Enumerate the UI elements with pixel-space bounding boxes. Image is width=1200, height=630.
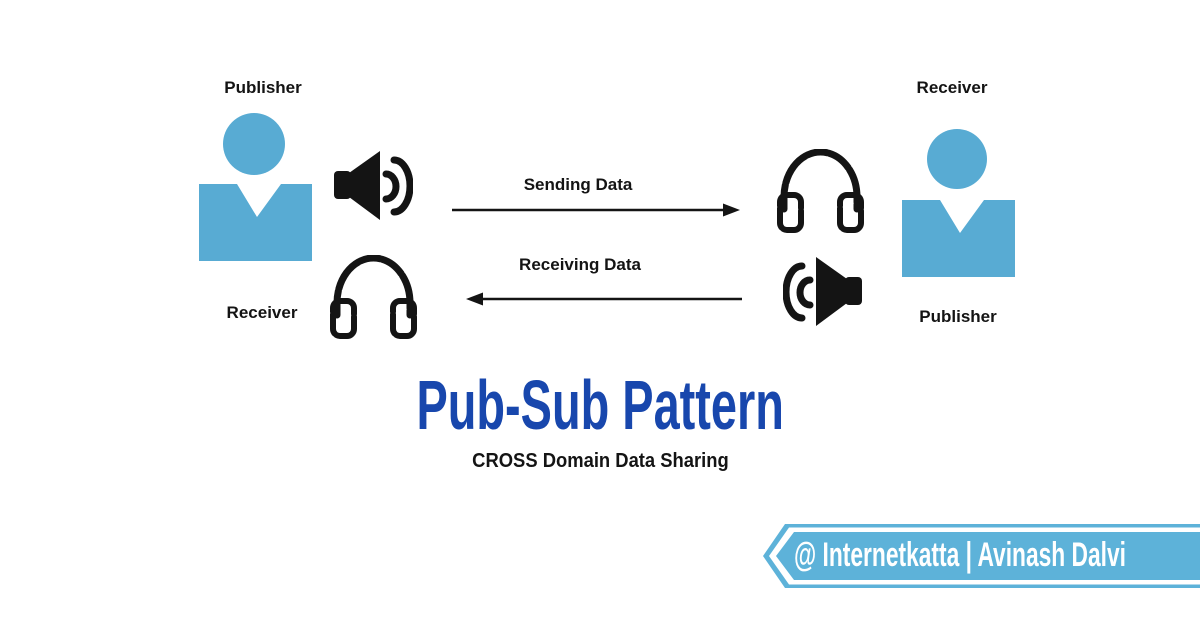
receiver-label-left: Receiver bbox=[226, 303, 298, 322]
person-head bbox=[223, 113, 285, 175]
headphones-icon-left bbox=[330, 255, 417, 339]
receiving-arrow bbox=[466, 292, 742, 306]
sending-arrow bbox=[452, 203, 740, 217]
person-body bbox=[902, 200, 1015, 277]
publisher-label-left: Publisher bbox=[224, 78, 302, 97]
person-head bbox=[927, 129, 987, 189]
attribution-ribbon bbox=[763, 524, 1200, 588]
attribution-text: @ Internetkatta | Avinash Dalvi bbox=[794, 536, 1126, 574]
sending-data-label: Sending Data bbox=[523, 175, 633, 194]
speaker-icon-right bbox=[783, 257, 862, 326]
person-icon-left bbox=[199, 113, 312, 261]
person-body bbox=[199, 184, 312, 261]
speaker-icon-left bbox=[334, 151, 413, 220]
headphones-icon-right bbox=[777, 149, 864, 233]
publisher-label-right: Publisher bbox=[919, 307, 997, 326]
receiver-label-right: Receiver bbox=[916, 78, 988, 97]
receiving-data-label: Receiving Data bbox=[519, 255, 641, 274]
page-title: Pub-Sub Pattern bbox=[416, 366, 784, 444]
person-icon-right bbox=[902, 129, 1015, 277]
page-subtitle: CROSS Domain Data Sharing bbox=[471, 450, 729, 472]
